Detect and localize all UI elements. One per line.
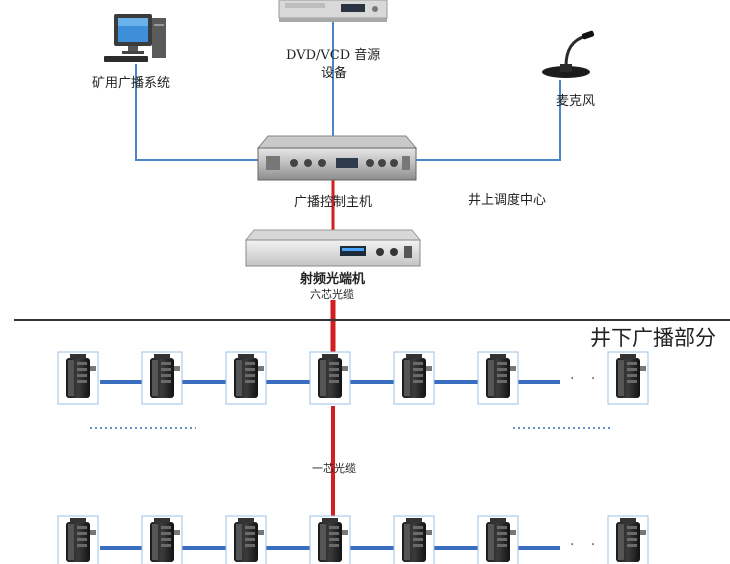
dvd-vcd-label-line2: 设备	[321, 66, 348, 81]
broadcast-host-label: 广播控制主机	[294, 195, 373, 210]
mine-speaker-icon	[393, 515, 435, 564]
mine-speaker-icon	[57, 351, 99, 405]
computer-to-host-line	[135, 64, 262, 161]
dvd-player-icon	[278, 0, 388, 22]
one-core-fiber-label: 一芯光缆	[312, 462, 356, 475]
upper-connections	[135, 18, 561, 520]
mine-speaker-icon	[309, 515, 351, 564]
six-core-fiber-label: 六芯光缆	[310, 288, 354, 301]
row2-continuation: · ·	[570, 537, 602, 553]
mine-speaker-icon	[225, 351, 267, 405]
row1-continuation: · ·	[570, 371, 602, 387]
mine-speaker-icon	[607, 515, 649, 564]
broadcast-host-icon	[256, 135, 418, 181]
mine-speaker-icon	[57, 515, 99, 564]
rf-optical-transceiver-icon	[244, 229, 422, 267]
underground-section-title: 井下广播部分	[590, 326, 716, 350]
computer-icon	[104, 14, 166, 62]
dvd-vcd-label-line1: DVD/VCD 音源	[286, 48, 381, 63]
microphone-to-host-line	[414, 80, 561, 161]
microphone-icon	[542, 30, 595, 78]
mine-speaker-icon	[477, 351, 519, 405]
rf-optical-label: 射频光端机	[300, 272, 366, 287]
mine-speaker-icon	[225, 515, 267, 564]
mine-speaker-icon	[141, 515, 183, 564]
microphone-label: 麦克风	[556, 94, 596, 109]
speaker-row-2	[57, 515, 649, 564]
mine-broadcast-system-label: 矿用广播系统	[92, 76, 171, 91]
mine-speaker-icon	[477, 515, 519, 564]
mine-speaker-icon	[393, 351, 435, 405]
mine-speaker-icon	[141, 351, 183, 405]
mine-speaker-icon	[309, 351, 351, 405]
mine-speaker-icon	[607, 351, 649, 405]
dispatch-center-label: 井上调度中心	[468, 193, 547, 208]
speaker-row-1	[57, 351, 649, 405]
